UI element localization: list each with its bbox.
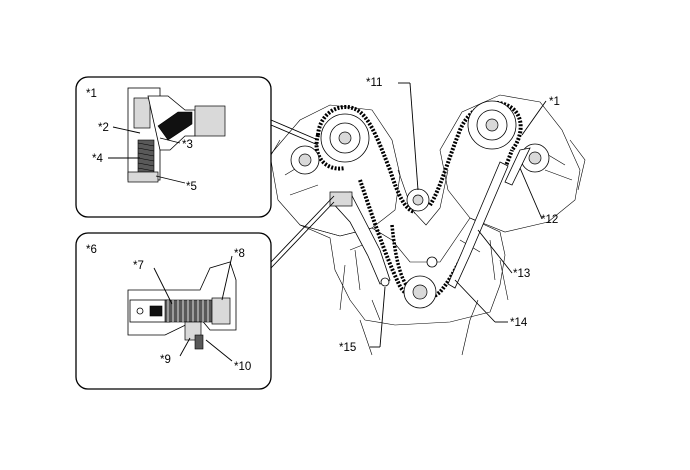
callout-1-inset: *1 <box>86 88 97 100</box>
callout-7: *7 <box>133 260 144 272</box>
callout-6: *6 <box>86 244 97 256</box>
callout-13: *13 <box>513 268 530 280</box>
callout-9: *9 <box>160 354 171 366</box>
callout-10: *10 <box>234 361 251 373</box>
inset-chain-tensioner: *6 *7 *8 *9 *10 <box>75 232 272 390</box>
main-callouts: *11 *1 *12 *13 *14 *15 <box>339 77 560 354</box>
inset6-connector <box>270 195 335 263</box>
callout-11: *11 <box>366 77 382 89</box>
callout-1-main: *1 <box>549 96 560 108</box>
callout-4: *4 <box>92 153 103 165</box>
inset1-connector <box>270 119 319 141</box>
inset-cam-tensioner: *1 *2 *3 *4 *5 <box>75 76 272 218</box>
callout-3: *3 <box>182 139 193 151</box>
callout-5: *5 <box>186 181 197 193</box>
callout-14: *14 <box>510 317 528 329</box>
inset6-spring <box>164 299 214 323</box>
callout-2: *2 <box>98 122 109 134</box>
callout-12: *12 <box>541 214 558 226</box>
inset1-spring <box>137 139 155 175</box>
callout-15: *15 <box>339 342 356 354</box>
callout-8: *8 <box>234 248 245 260</box>
engine-illustration <box>267 94 586 356</box>
